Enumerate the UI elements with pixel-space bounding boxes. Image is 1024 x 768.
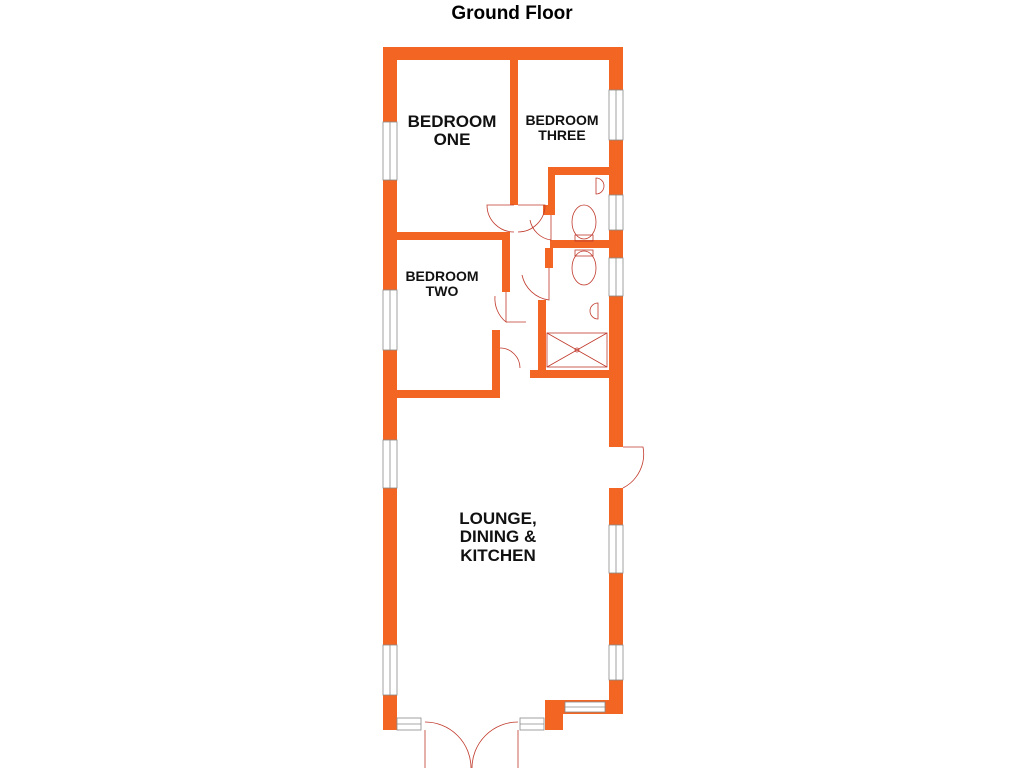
- shower-drain: [574, 347, 580, 353]
- door-bedroom-three: [517, 204, 546, 233]
- room-label-bedroom-three: BEDROOM THREE: [525, 112, 599, 144]
- door-hall-lounge: [499, 347, 521, 369]
- wall-bed1-bed2: [392, 232, 510, 240]
- door-side-entrance: [622, 446, 645, 489]
- door-bathroom: [521, 268, 550, 301]
- windows: [382, 89, 624, 731]
- wall-bed1-bed3: [510, 57, 518, 205]
- shower-tray: [546, 332, 608, 368]
- wall-ensuite-bathroom: [550, 240, 615, 248]
- wall-bed3-ensuite: [555, 167, 615, 175]
- wall-bathroom-west-upper: [545, 248, 553, 268]
- wall-ensuite-west: [548, 167, 555, 215]
- room-label-bedroom-two: BEDROOM TWO: [405, 268, 479, 300]
- outer-walls: [383, 47, 623, 730]
- west-wall: [383, 47, 397, 730]
- door-ensuite: [529, 215, 552, 241]
- ensuite-pier: [543, 205, 555, 215]
- floor-title: Ground Floor: [451, 3, 573, 24]
- door-swings: [424, 204, 645, 768]
- south-corner-pier: [545, 700, 563, 730]
- shower-diagonal-2: [546, 332, 608, 368]
- ensuite-toilet-bowl: [571, 204, 597, 240]
- south-wall-west-end: [383, 717, 397, 730]
- door-bedroom-two: [494, 292, 507, 323]
- bathroom-toilet-cistern: [574, 249, 594, 257]
- wall-bathroom-west-lower: [538, 300, 546, 378]
- east-wall-upper: [609, 47, 623, 447]
- door-bedroom-one: [486, 204, 515, 233]
- north-wall: [383, 47, 623, 60]
- internal-walls: [392, 57, 615, 398]
- wall-bed2-lounge: [392, 390, 500, 398]
- wall-bathroom-south: [530, 370, 615, 378]
- bathroom-basin: [589, 302, 599, 320]
- room-label-bedroom-one: BEDROOM ONE: [407, 112, 497, 150]
- french-door-right-arc: [471, 721, 519, 768]
- window-glazing-lines: [389, 90, 617, 725]
- ensuite-toilet-cistern: [574, 234, 594, 242]
- bathroom-toilet-bowl: [571, 250, 597, 286]
- fixtures: [546, 177, 608, 368]
- wall-bed2-hall-upper: [502, 232, 510, 292]
- french-door-left-arc: [424, 721, 472, 768]
- ensuite-basin: [595, 177, 605, 195]
- room-label-lounge-dining-kitchen: LOUNGE, DINING & KITCHEN: [459, 509, 537, 565]
- wall-bed2-hall-lower: [492, 330, 500, 398]
